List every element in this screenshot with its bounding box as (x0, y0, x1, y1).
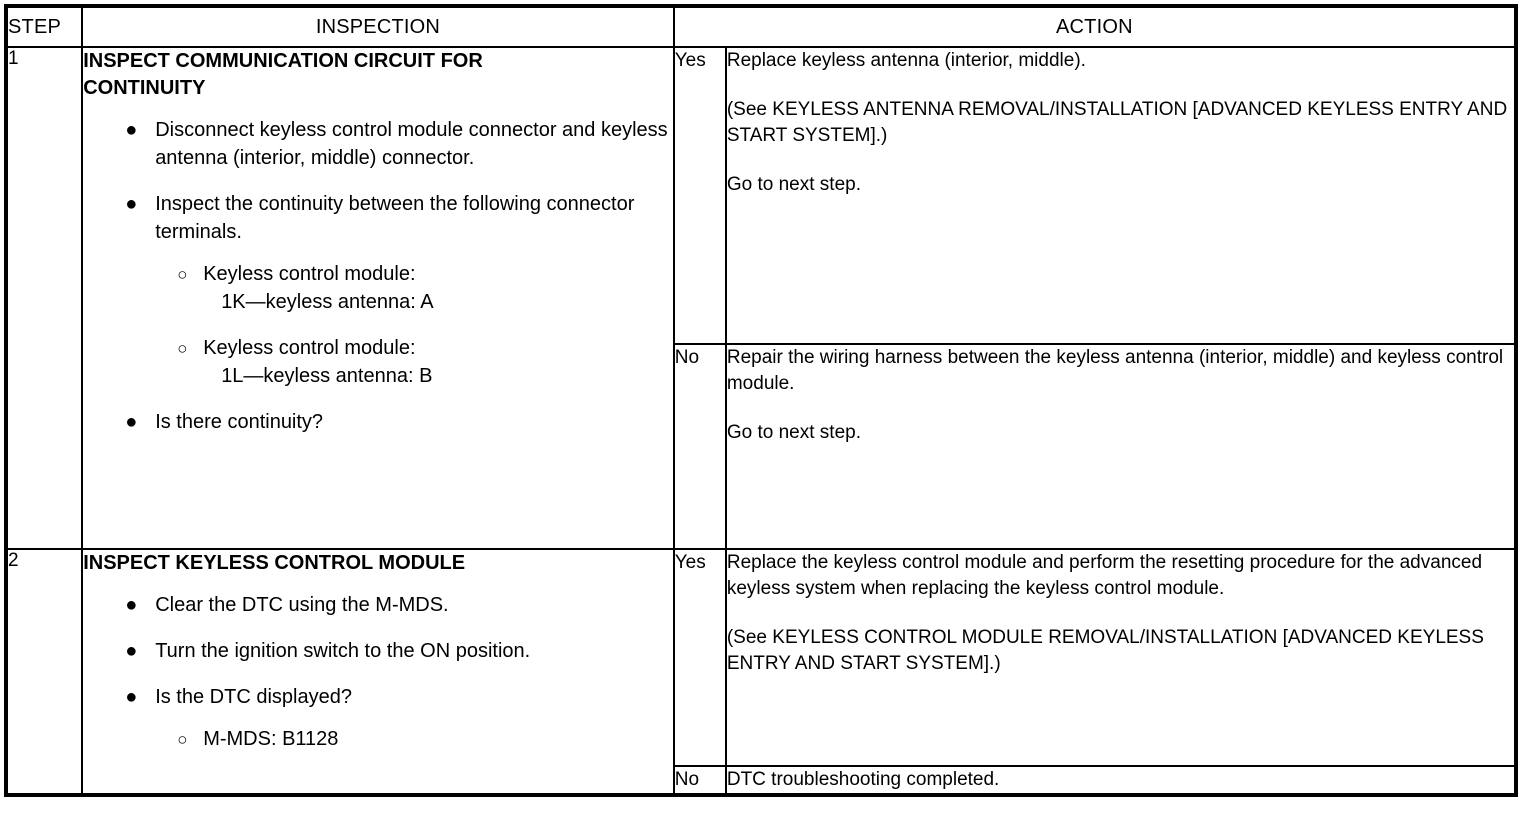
header-inspection: INSPECTION (81, 5, 675, 48)
inspection-sub-list: ○ Keyless control module: 1K—keyless ant… (155, 260, 673, 390)
list-item: ● Is there continuity? (83, 408, 673, 436)
list-item: ● Inspect the continuity between the fol… (83, 190, 673, 390)
list-item: ● Is the DTC displayed? ○ M-MDS: B1128 (83, 683, 673, 753)
sub-item-line-2: 1K—keyless antenna: A (221, 291, 434, 313)
list-item-label: Turn the ignition switch to the ON posit… (155, 640, 531, 662)
sub-item-line-1: M-MDS: B1128 (203, 728, 339, 750)
filled-bullet-icon: ● (125, 640, 138, 662)
sub-item-line-1: Keyless control module: (203, 263, 416, 285)
sub-item-line-1: Keyless control module: (203, 337, 416, 359)
judgement-yes: Yes (672, 46, 727, 345)
action-paragraph: Replace keyless antenna (interior, middl… (726, 50, 1086, 71)
table-row: No DTC troubleshooting completed. (6, 765, 1518, 796)
inspection-cell: INSPECT KEYLESS CONTROL MODULE ● Clear t… (81, 548, 675, 796)
action-paragraph: DTC troubleshooting completed. (726, 769, 1000, 790)
inspection-cell: INSPECT COMMUNICATION CIRCUIT FOR CONTIN… (81, 46, 675, 550)
troubleshooting-sheet: STEP INSPECTION ACTION 1 INSPECT COMMUNI… (0, 4, 1520, 820)
header-step: STEP (4, 5, 84, 48)
list-item: ● Turn the ignition switch to the ON pos… (83, 637, 673, 665)
action-paragraph: (See KEYLESS CONTROL MODULE REMOVAL/INST… (726, 627, 1484, 674)
header-action: ACTION (672, 5, 1518, 48)
action-paragraph: Go to next step. (726, 174, 861, 195)
filled-bullet-icon: ● (125, 193, 138, 215)
step-number-cell: 2 (4, 548, 84, 796)
action-cell-yes: Replace the keyless control module and p… (724, 548, 1518, 767)
step-number-cell: 1 (4, 46, 84, 550)
sub-item-line-2: 1L—keyless antenna: B (221, 365, 433, 387)
table-row: 2 INSPECT KEYLESS CONTROL MODULE ● Clear… (4, 548, 1518, 796)
action-paragraph: (See KEYLESS ANTENNA REMOVAL/INSTALLATIO… (726, 99, 1508, 146)
list-item-label: Clear the DTC using the M-MDS. (155, 594, 449, 616)
inspection-bullet-list: ● Clear the DTC using the M-MDS. ● Turn … (83, 591, 673, 753)
list-item: ● Clear the DTC using the M-MDS. (83, 591, 673, 619)
list-item: ● Disconnect keyless control module conn… (83, 116, 673, 172)
filled-bullet-icon: ● (125, 119, 138, 141)
list-item: ○ Keyless control module: 1L—keyless ant… (155, 334, 673, 390)
header-row: STEP INSPECTION ACTION (4, 5, 1518, 48)
list-item-label: Disconnect keyless control module connec… (155, 119, 668, 169)
hollow-bullet-icon: ○ (177, 339, 188, 358)
judgement-yes: Yes (672, 548, 727, 767)
filled-bullet-icon: ● (125, 686, 138, 708)
diagnostic-table: STEP INSPECTION ACTION 1 INSPECT COMMUNI… (4, 4, 1518, 797)
action-cell-no: Repair the wiring harness between the ke… (724, 343, 1518, 550)
hollow-bullet-icon: ○ (177, 730, 188, 749)
action-paragraph: Replace the keyless control module and p… (726, 552, 1483, 599)
action-paragraph: Go to next step. (726, 422, 861, 443)
table-body: 1 INSPECT COMMUNICATION CIRCUIT FOR CONT… (4, 46, 1518, 796)
filled-bullet-icon: ● (125, 594, 138, 616)
list-item: ○ Keyless control module: 1K—keyless ant… (155, 260, 673, 316)
inspection-sub-list: ○ M-MDS: B1128 (155, 725, 673, 753)
table-row: No Repair the wiring harness between the… (6, 343, 1518, 550)
table-row: 1 INSPECT COMMUNICATION CIRCUIT FOR CONT… (4, 46, 1518, 550)
inspection-bullet-list: ● Disconnect keyless control module conn… (83, 116, 673, 436)
list-item-label: Is there continuity? (155, 411, 324, 433)
inspection-title: INSPECT KEYLESS CONTROL MODULE (83, 552, 466, 574)
list-item: ○ M-MDS: B1128 (155, 725, 673, 753)
hollow-bullet-icon: ○ (177, 265, 188, 284)
judgement-no: No (672, 343, 727, 550)
inspection-title: INSPECT COMMUNICATION CIRCUIT FOR CONTIN… (83, 50, 483, 99)
filled-bullet-icon: ● (125, 411, 138, 433)
action-paragraph: Repair the wiring harness between the ke… (726, 347, 1504, 394)
table-header: STEP INSPECTION ACTION (4, 5, 1518, 48)
list-item-label: Inspect the continuity between the follo… (155, 193, 635, 243)
action-cell-no: DTC troubleshooting completed. (724, 765, 1518, 796)
judgement-no: No (672, 765, 727, 796)
action-cell-yes: Replace keyless antenna (interior, middl… (724, 46, 1518, 345)
list-item-label: Is the DTC displayed? (155, 686, 352, 708)
